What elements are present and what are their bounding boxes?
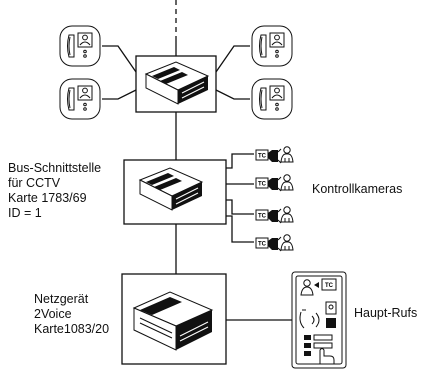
interface-label-line: Bus-Schnittstelle — [8, 161, 102, 175]
cctv-camera-icon — [255, 146, 294, 164]
interface-label: Bus-Schnittstelle für CCTV Karte 1783/69… — [8, 161, 101, 221]
cctv-camera-icon — [255, 206, 294, 224]
interface-label-line: Karte 1783/69 — [8, 191, 87, 205]
main-call-station-label: Haupt-Rufs — [354, 306, 418, 320]
cctv-camera-icon — [255, 234, 294, 252]
wire-handset-bl — [102, 89, 137, 100]
power-supply-label: Netzgerät 2Voice Karte1083/20 — [34, 292, 109, 337]
cameras-label: Kontrollkameras — [312, 182, 403, 196]
handset-intercom-icon — [59, 25, 101, 67]
interface-label-line: für CCTV — [8, 176, 61, 190]
wire-camera-3 — [226, 199, 254, 215]
wire-camera-4 — [226, 215, 254, 243]
cctv-camera-icon — [255, 174, 294, 192]
wire-handset-tl — [102, 45, 137, 73]
wire-camera-1 — [226, 153, 254, 169]
power-supply-icon — [132, 291, 214, 351]
handset-intercom-icon — [251, 78, 293, 120]
handset-intercom-icon — [59, 78, 101, 120]
wire-handset-tr — [215, 45, 250, 73]
wire-handset-br — [215, 89, 250, 100]
svg-text:TC: TC — [325, 283, 334, 289]
power-supply-label-line: Karte1083/20 — [34, 322, 110, 336]
main-call-station-icon: TC — [291, 271, 347, 369]
interface-label-line: ID = 1 — [8, 206, 42, 220]
power-supply-label-line: 2Voice — [34, 307, 72, 321]
handset-intercom-icon — [251, 25, 293, 67]
power-supply-label-line: Netzgerät — [34, 292, 89, 306]
